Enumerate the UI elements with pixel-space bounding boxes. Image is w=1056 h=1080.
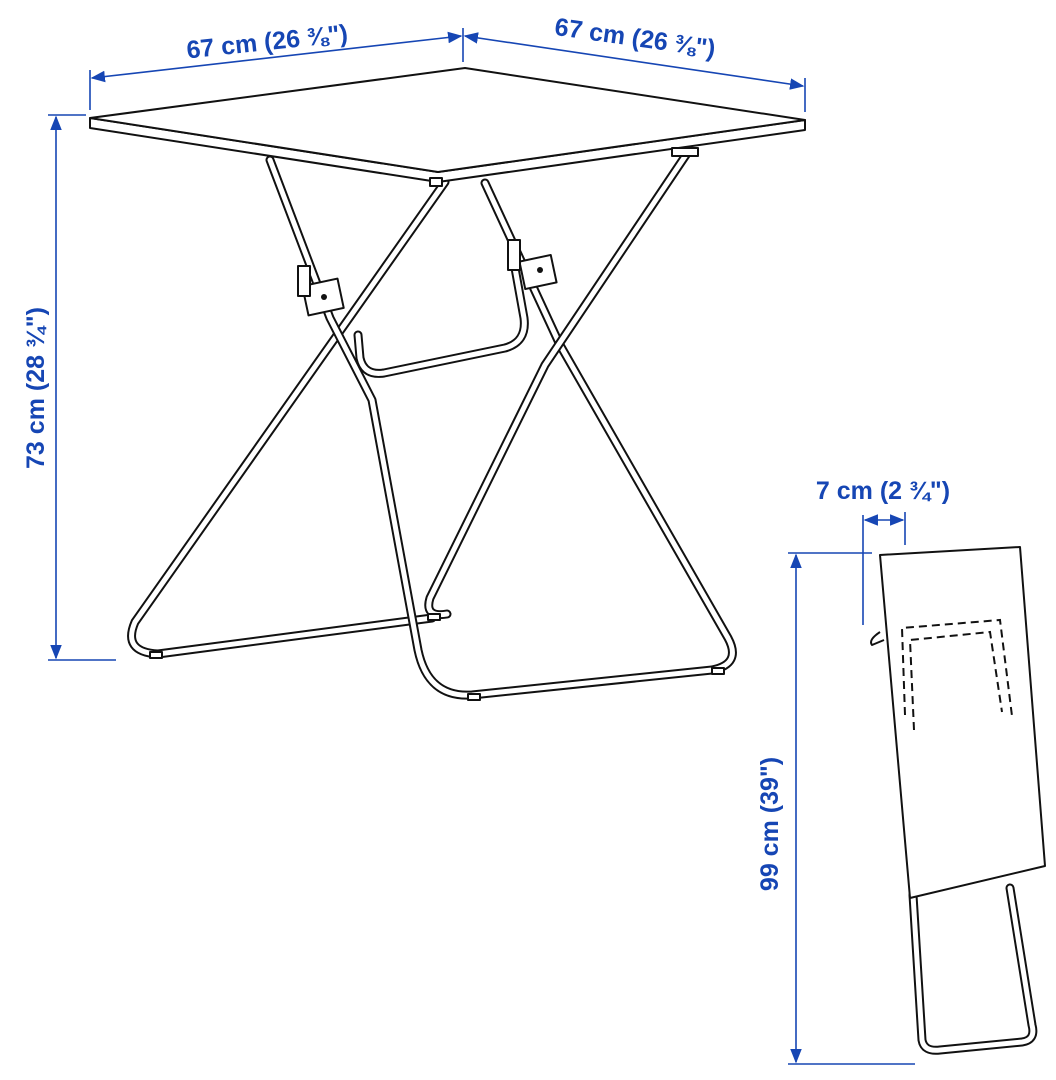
folded-thickness-label: 7 cm (2 ¾") bbox=[816, 477, 950, 505]
folded-table bbox=[870, 546, 1046, 1055]
table-top bbox=[89, 67, 806, 187]
leg-front-left bbox=[127, 177, 450, 659]
hinge-brackets bbox=[149, 239, 725, 701]
depth-label: 67 cm (26 ⅜") bbox=[553, 13, 717, 63]
folded-height-label: 99 cm (39") bbox=[756, 757, 784, 891]
leg-right bbox=[424, 147, 693, 620]
leg-back-inner bbox=[265, 155, 737, 700]
dimension-lines bbox=[48, 28, 915, 1065]
height-label: 73 cm (28 ¾") bbox=[22, 307, 50, 469]
crossbar bbox=[353, 263, 529, 378]
table-frame bbox=[127, 147, 737, 701]
